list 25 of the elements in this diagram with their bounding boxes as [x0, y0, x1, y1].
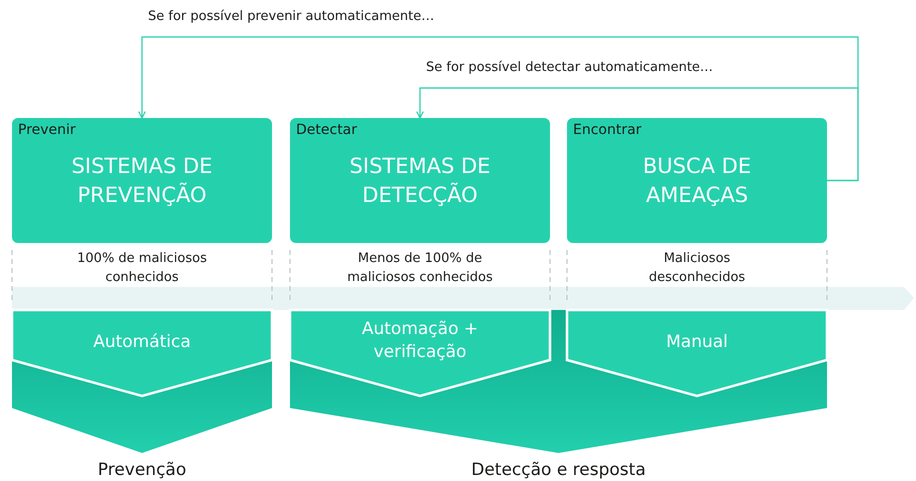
feedback-arrow	[416, 87, 859, 182]
description-text: Maliciosos desconhecidos	[648, 250, 746, 287]
description-text: Menos de 100% de maliciosos conhecidos	[346, 250, 494, 287]
mode-panel	[12, 310, 272, 396]
card-title: SISTEMAS DE PREVENÇÃO	[70, 153, 214, 209]
card-title: SISTEMAS DE DETECÇÃO	[348, 153, 492, 209]
card-heading: Encontrar	[573, 122, 642, 138]
mode-panel	[567, 310, 827, 396]
system-card	[290, 118, 550, 243]
mode-label: Automática	[92, 331, 192, 354]
system-card	[567, 118, 827, 243]
card-heading: Detectar	[296, 122, 358, 138]
stage-label: Prevenção	[96, 460, 188, 480]
edge-label: Se for possível detectar automaticamente…	[426, 60, 713, 75]
edge-label: Se for possível prevenir automaticamente…	[148, 9, 434, 24]
system-card	[12, 118, 272, 243]
mode-label: Manual	[665, 331, 729, 354]
mode-label: Automação + verificação	[360, 318, 480, 364]
mode-panel	[290, 310, 550, 396]
stage-label: Detecção e resposta	[470, 460, 647, 480]
stage-panel	[290, 310, 827, 478]
stage-panel	[12, 310, 272, 478]
description-text: 100% de maliciosos conhecidos	[76, 250, 208, 287]
card-heading: Prevenir	[18, 122, 76, 138]
card-title: BUSCA DE AMEAÇAS	[642, 153, 752, 209]
